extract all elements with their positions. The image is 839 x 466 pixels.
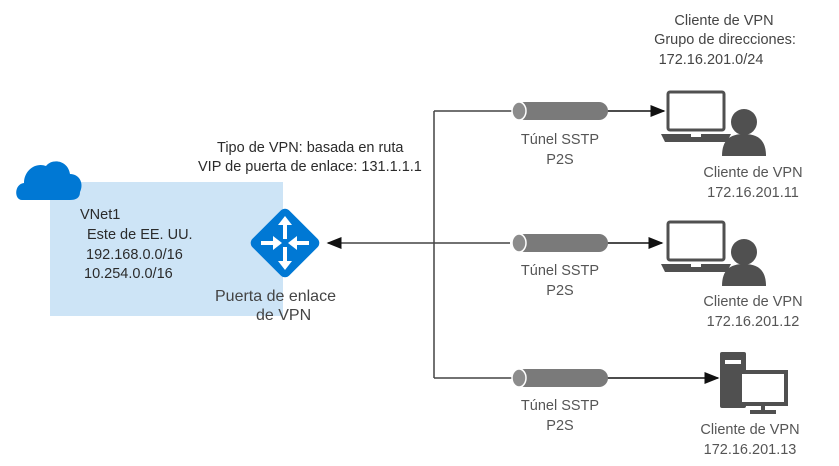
- tunnel-type: P2S: [546, 152, 574, 168]
- cloud-icon: [16, 161, 82, 200]
- laptop-icon: [661, 220, 731, 272]
- address-pool-range: 172.16.201.0/24: [658, 52, 764, 68]
- client-label: Cliente de VPN: [703, 294, 803, 310]
- address-pool-label: Cliente de VPN: [674, 13, 774, 29]
- vpn-type-label: Tipo de VPN: basada en ruta: [217, 140, 404, 156]
- vpn-gateway-icon: [250, 208, 320, 278]
- tunnel-icon: [511, 233, 608, 253]
- tunnel-label: Túnel SSTP: [520, 263, 600, 279]
- client-ip: 172.16.201.12: [706, 314, 800, 330]
- vnet-address-space: 10.254.0.0/16: [84, 266, 173, 282]
- tunnel-type: P2S: [546, 418, 574, 434]
- user-icon: [722, 239, 766, 286]
- client-label: Cliente de VPN: [700, 422, 800, 438]
- client-ip: 172.16.201.11: [707, 185, 799, 201]
- vnet-name: VNet1: [80, 207, 121, 223]
- vnet-region: Este de EE. UU.: [87, 227, 193, 243]
- user-icon: [722, 109, 766, 156]
- tunnel-label: Túnel SSTP: [520, 132, 600, 148]
- address-pool-label: Grupo de direcciones:: [654, 32, 796, 48]
- tunnel-type: P2S: [546, 283, 574, 299]
- vnet-address-space: 192.168.0.0/16: [86, 247, 183, 263]
- tunnel-icon: [511, 101, 608, 121]
- client-label: Cliente de VPN: [703, 165, 803, 181]
- gateway-label: de VPN: [256, 307, 312, 324]
- vnet-area: [50, 182, 283, 316]
- desktop-icon: [720, 352, 788, 414]
- client-ip: 172.16.201.13: [703, 442, 797, 458]
- tunnel-icon: [511, 368, 608, 388]
- gateway-vip-label: VIP de puerta de enlace: 131.1.1.1: [198, 159, 422, 175]
- gateway-label: Puerta de enlace: [215, 288, 336, 305]
- tunnel-label: Túnel SSTP: [520, 398, 600, 414]
- laptop-icon: [661, 90, 731, 142]
